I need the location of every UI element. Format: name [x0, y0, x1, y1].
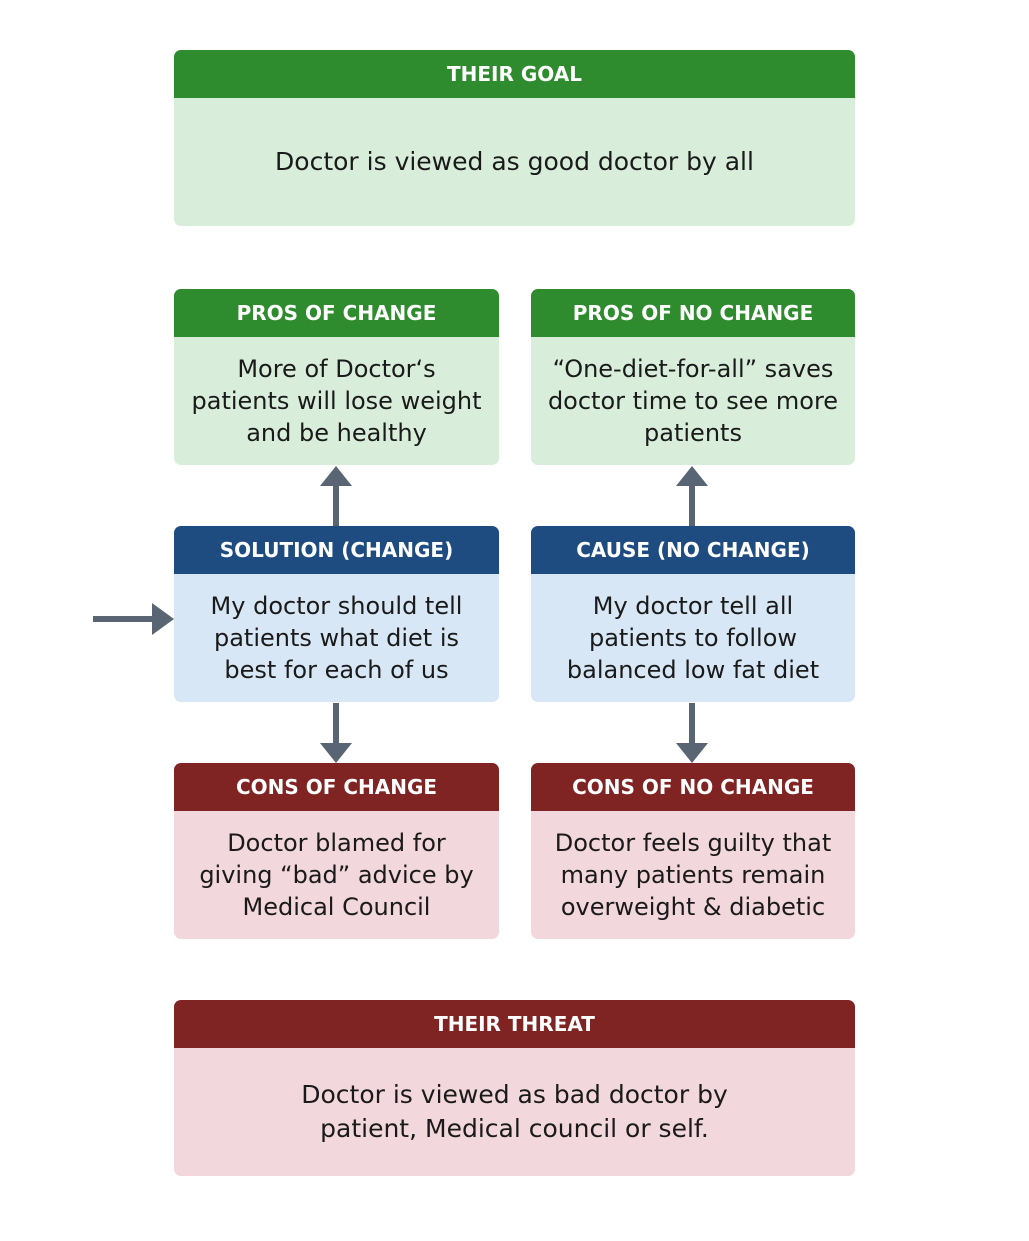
threat-header: THEIR THREAT [174, 1000, 855, 1048]
solution-text: My doctor should tell patients what diet… [174, 574, 499, 702]
arrow-solution-to-cons [320, 703, 352, 763]
solution-box: SOLUTION (CHANGE) My doctor should tell … [174, 526, 499, 702]
goal-text: Doctor is viewed as good doctor by all [174, 98, 855, 226]
pros-of-no-change-header: PROS OF NO CHANGE [531, 289, 855, 337]
arrow-cause-to-pros [676, 466, 708, 526]
cause-text: My doctor tell all patients to follow ba… [531, 574, 855, 702]
pros-of-no-change-text: “One-diet-for-all” saves doctor time to … [531, 337, 855, 465]
cause-box: CAUSE (NO CHANGE) My doctor tell all pat… [531, 526, 855, 702]
arrow-solution-to-pros [320, 466, 352, 526]
pros-of-no-change-box: PROS OF NO CHANGE “One-diet-for-all” sav… [531, 289, 855, 465]
cons-of-no-change-box: CONS OF NO CHANGE Doctor feels guilty th… [531, 763, 855, 939]
goal-header: THEIR GOAL [174, 50, 855, 98]
cons-of-change-header: CONS OF CHANGE [174, 763, 499, 811]
cons-of-change-text: Doctor blamed for giving “bad” advice by… [174, 811, 499, 939]
threat-box: THEIR THREAT Doctor is viewed as bad doc… [174, 1000, 855, 1176]
arrow-into-solution [93, 603, 174, 635]
goal-box: THEIR GOAL Doctor is viewed as good doct… [174, 50, 855, 226]
arrow-cause-to-cons [676, 703, 708, 763]
pros-of-change-box: PROS OF CHANGE More of Doctor‘s patients… [174, 289, 499, 465]
solution-header: SOLUTION (CHANGE) [174, 526, 499, 574]
cons-of-no-change-header: CONS OF NO CHANGE [531, 763, 855, 811]
cons-of-change-box: CONS OF CHANGE Doctor blamed for giving … [174, 763, 499, 939]
pros-of-change-text: More of Doctor‘s patients will lose weig… [174, 337, 499, 465]
cause-header: CAUSE (NO CHANGE) [531, 526, 855, 574]
pros-of-change-header: PROS OF CHANGE [174, 289, 499, 337]
threat-text: Doctor is viewed as bad doctor by patien… [174, 1048, 855, 1176]
cons-of-no-change-text: Doctor feels guilty that many patients r… [531, 811, 855, 939]
